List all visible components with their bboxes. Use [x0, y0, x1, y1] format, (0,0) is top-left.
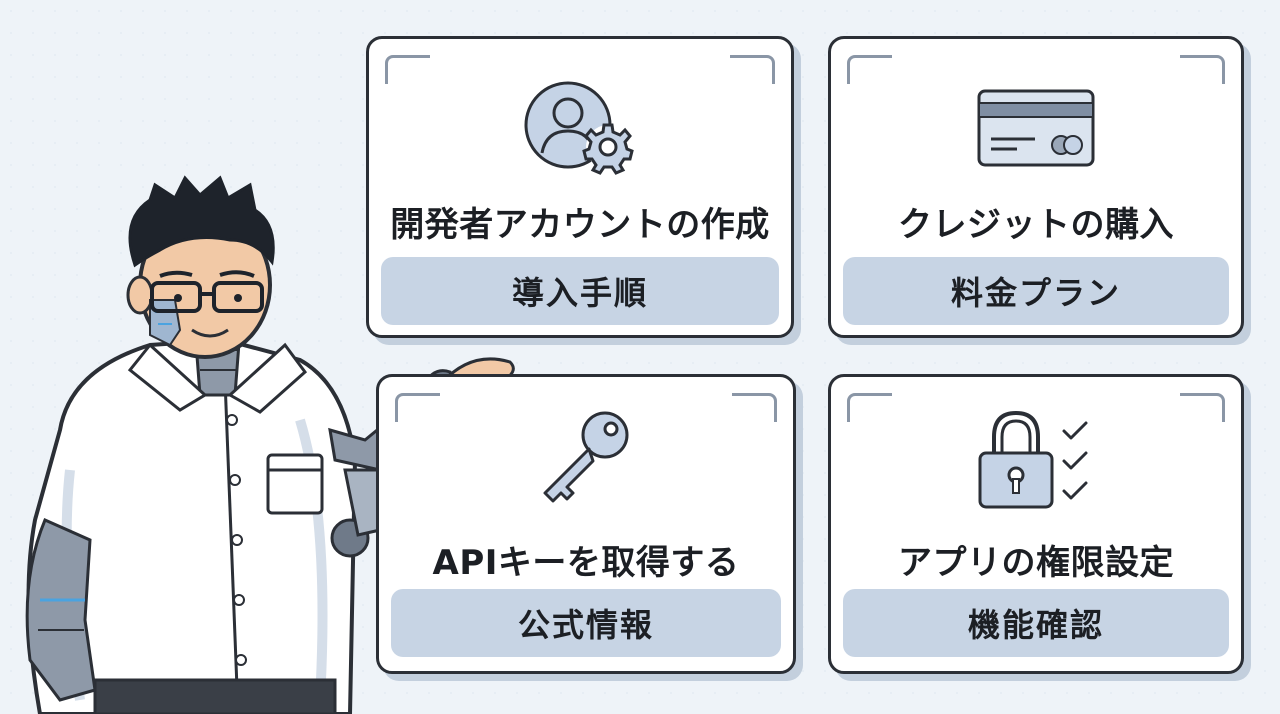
card-buy-credits[interactable]: クレジットの購入 料金プラン: [828, 36, 1244, 338]
card-subtitle-button[interactable]: 公式情報: [391, 589, 781, 657]
card-title: アプリの権限設定: [898, 543, 1174, 583]
card-app-permissions[interactable]: アプリの権限設定 機能確認: [828, 374, 1244, 674]
card-subtitle-button[interactable]: 料金プラン: [843, 257, 1229, 325]
corner-decoration: [385, 55, 430, 84]
card-subtitle-button[interactable]: 導入手順: [381, 257, 779, 325]
corner-decoration: [1180, 55, 1225, 84]
key-icon: [543, 411, 629, 503]
card-get-api-key[interactable]: APIキーを取得する 公式情報: [376, 374, 796, 674]
user-gear-icon: [524, 81, 634, 175]
card-title: 開発者アカウントの作成: [390, 205, 770, 245]
card-developer-account[interactable]: 開発者アカウントの作成 導入手順: [366, 36, 794, 338]
corner-decoration: [847, 55, 892, 84]
card-title: APIキーを取得する: [432, 543, 740, 583]
corner-decoration: [730, 55, 775, 84]
corner-decoration: [1180, 393, 1225, 422]
card-title: クレジットの購入: [898, 205, 1174, 245]
credit-card-icon: [977, 89, 1095, 167]
card-subtitle-button[interactable]: 機能確認: [843, 589, 1229, 657]
corner-decoration: [732, 393, 777, 422]
corner-decoration: [395, 393, 440, 422]
corner-decoration: [847, 393, 892, 422]
lock-checklist-icon: [978, 410, 1088, 509]
